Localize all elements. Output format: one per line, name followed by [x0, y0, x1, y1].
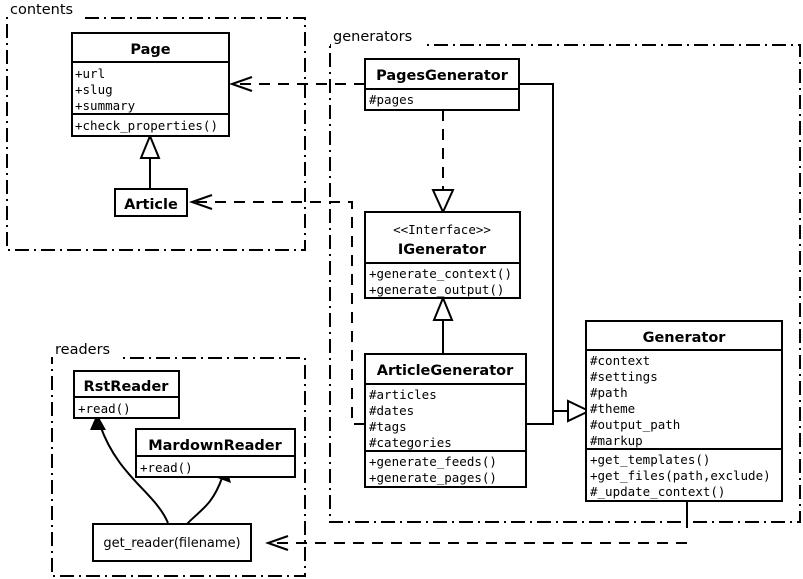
operation-row: +check_properties(): [75, 118, 218, 133]
class-box-pagesgenerator[interactable]: PagesGenerator #pages: [364, 58, 520, 111]
class-name-pagesgenerator: PagesGenerator: [376, 68, 509, 84]
hollow-triangle-arrowhead: [432, 295, 454, 321]
operation-row: +generate_pages(): [369, 470, 497, 485]
hollow-triangle-arrowhead: [139, 133, 161, 159]
attribute-row: #dates: [369, 403, 414, 418]
attribute-row: +summary: [75, 98, 136, 113]
class-box-igenerator[interactable]: <<Interface>> IGenerator +generate_conte…: [364, 211, 521, 299]
operation-row: +generate_feeds(): [369, 454, 497, 469]
class-name-rstreader: RstReader: [84, 379, 170, 395]
attribute-row: #pages: [369, 92, 414, 107]
class-box-generator[interactable]: Generator #context #settings #path #them…: [585, 320, 783, 502]
connector-getreader-creates-rstreader: [90, 414, 169, 524]
connector-pagesgenerator-depends-page: [228, 76, 365, 92]
connector-articlegenerator-depends-article: [188, 194, 365, 425]
class-box-page[interactable]: Page +url +slug +summary +check_properti…: [71, 32, 230, 137]
connector-generator-depends-getreader: [264, 501, 688, 551]
operation-row: +generate_context(): [369, 266, 512, 281]
operation-row: +get_files(path,exclude): [590, 468, 771, 483]
attribute-row: #tags: [369, 419, 407, 434]
attribute-row: #articles: [369, 387, 437, 402]
connector-articlegenerator-inherits-generator: [526, 399, 592, 425]
attribute-row: #categories: [369, 435, 452, 450]
open-arrowhead: [264, 535, 289, 551]
open-arrowhead: [228, 76, 253, 92]
attribute-row: #theme: [590, 401, 635, 416]
class-name-article: Article: [124, 197, 178, 213]
attribute-row: +slug: [75, 82, 113, 97]
attribute-row: #output_path: [590, 417, 680, 432]
attribute-row: #settings: [590, 369, 658, 384]
operation-row: #_update_context(): [590, 484, 725, 499]
package-label-contents: contents: [10, 2, 73, 18]
connector-articlegenerator-inherits-igenerator: [432, 295, 454, 355]
package-label-generators: generators: [333, 29, 412, 45]
hollow-triangle-arrowhead: [431, 189, 455, 215]
package-boundary-readers: [51, 357, 306, 577]
operation-row: +generate_output(): [369, 282, 504, 297]
class-box-article[interactable]: Article: [114, 188, 188, 217]
hollow-triangle-arrowhead: [567, 399, 592, 423]
package-label-bg-generators: [331, 27, 423, 47]
class-box-mardownreader[interactable]: MardownReader +read(): [135, 428, 296, 478]
function-name-get-reader: get_reader(filename): [103, 536, 240, 551]
package-label-readers: readers: [55, 342, 110, 358]
class-box-articlegenerator[interactable]: ArticleGenerator #articles #dates #tags …: [364, 353, 527, 488]
operation-row: +get_templates(): [590, 452, 710, 467]
attribute-row: #markup: [590, 433, 643, 448]
operation-row: +read(): [140, 460, 193, 475]
class-name-mardownreader: MardownReader: [148, 438, 282, 454]
attribute-row: #context: [590, 353, 650, 368]
class-name-page: Page: [130, 42, 170, 58]
open-arrowhead: [188, 194, 213, 210]
class-name-generator: Generator: [643, 330, 727, 346]
attribute-row: #path: [590, 385, 628, 400]
class-box-rstreader[interactable]: RstReader +read(): [73, 370, 180, 419]
filled-arrowhead: [90, 414, 106, 430]
connector-article-inherits-page: [139, 133, 161, 190]
package-label-bg-readers: [53, 340, 121, 360]
operation-row: +read(): [78, 401, 131, 416]
function-box-get-reader[interactable]: get_reader(filename): [92, 523, 252, 562]
attribute-row: +url: [75, 66, 105, 81]
package-label-bg-contents: [8, 0, 84, 20]
connector-pagesgenerator-realizes-igenerator: [431, 110, 455, 215]
class-name-igenerator: IGenerator: [398, 242, 487, 258]
package-boundary-generators: [329, 44, 801, 523]
class-name-articlegenerator: ArticleGenerator: [377, 363, 514, 379]
class-stereotype-igenerator: <<Interface>>: [393, 222, 491, 237]
package-boundary-contents: [6, 17, 306, 251]
